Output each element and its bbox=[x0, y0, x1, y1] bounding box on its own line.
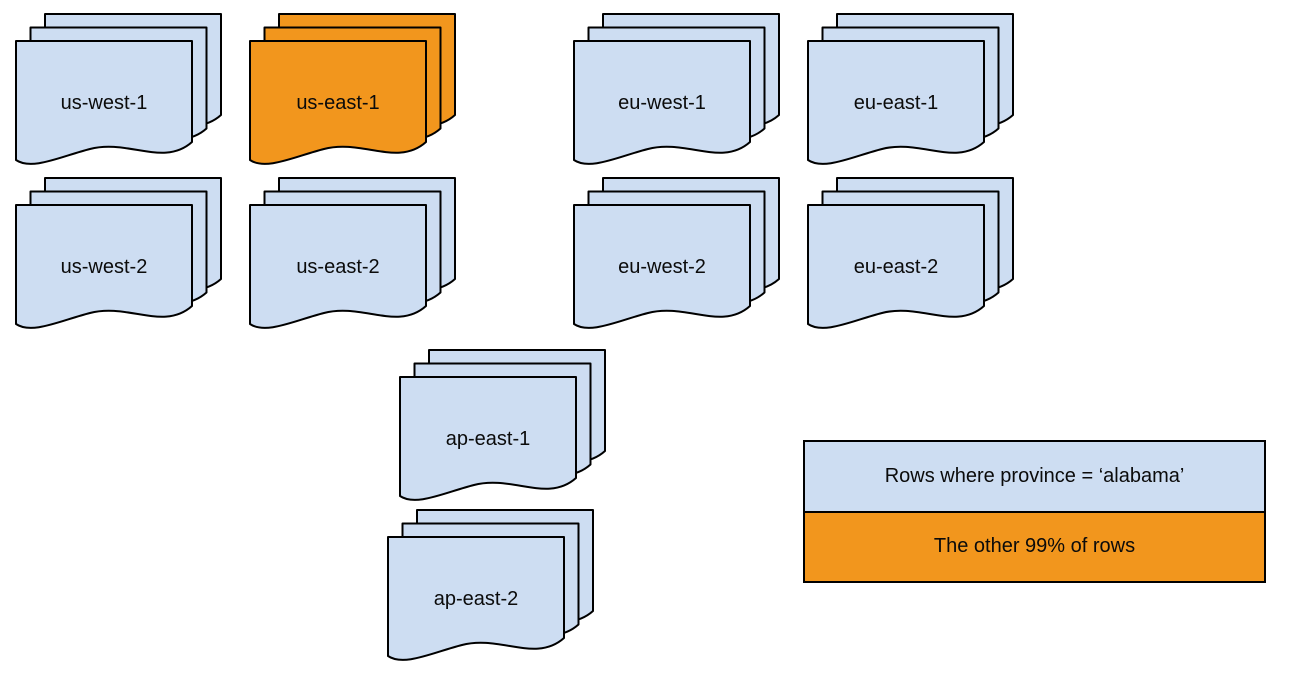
legend: Rows where province = ‘alabama’ The othe… bbox=[803, 440, 1266, 583]
region-label: ap-east-1 bbox=[445, 428, 531, 450]
legend-item-label: The other 99% of rows bbox=[933, 535, 1136, 558]
legend-item-label: Rows where province = ‘alabama’ bbox=[884, 464, 1185, 487]
region-label: eu-west-2 bbox=[618, 256, 706, 278]
region-label: ap-east-2 bbox=[433, 588, 519, 610]
doc-stack-us-east-2: us-east-2 bbox=[248, 176, 460, 338]
doc-stack-ap-east-1: ap-east-1 bbox=[398, 348, 610, 510]
doc-stack-eu-east-2: eu-east-2 bbox=[806, 176, 1018, 338]
doc-stack-eu-west-1: eu-west-1 bbox=[572, 12, 784, 174]
legend-item-alabama-rows: Rows where province = ‘alabama’ bbox=[805, 442, 1264, 511]
doc-stack-us-east-1: us-east-1 bbox=[248, 12, 460, 174]
region-label: us-east-2 bbox=[296, 256, 380, 278]
doc-stack-us-west-1: us-west-1 bbox=[14, 12, 226, 174]
region-label: us-west-2 bbox=[60, 256, 148, 278]
region-label: us-east-1 bbox=[296, 92, 380, 114]
region-label: eu-west-1 bbox=[618, 92, 706, 114]
doc-stack-eu-east-1: eu-east-1 bbox=[806, 12, 1018, 174]
doc-stack-us-west-2: us-west-2 bbox=[14, 176, 226, 338]
legend-item-other-rows: The other 99% of rows bbox=[805, 510, 1264, 581]
region-label: us-west-1 bbox=[60, 92, 148, 114]
doc-stack-ap-east-2: ap-east-2 bbox=[386, 508, 598, 670]
region-label: eu-east-2 bbox=[853, 256, 939, 278]
region-label: eu-east-1 bbox=[853, 92, 939, 114]
doc-stack-eu-west-2: eu-west-2 bbox=[572, 176, 784, 338]
